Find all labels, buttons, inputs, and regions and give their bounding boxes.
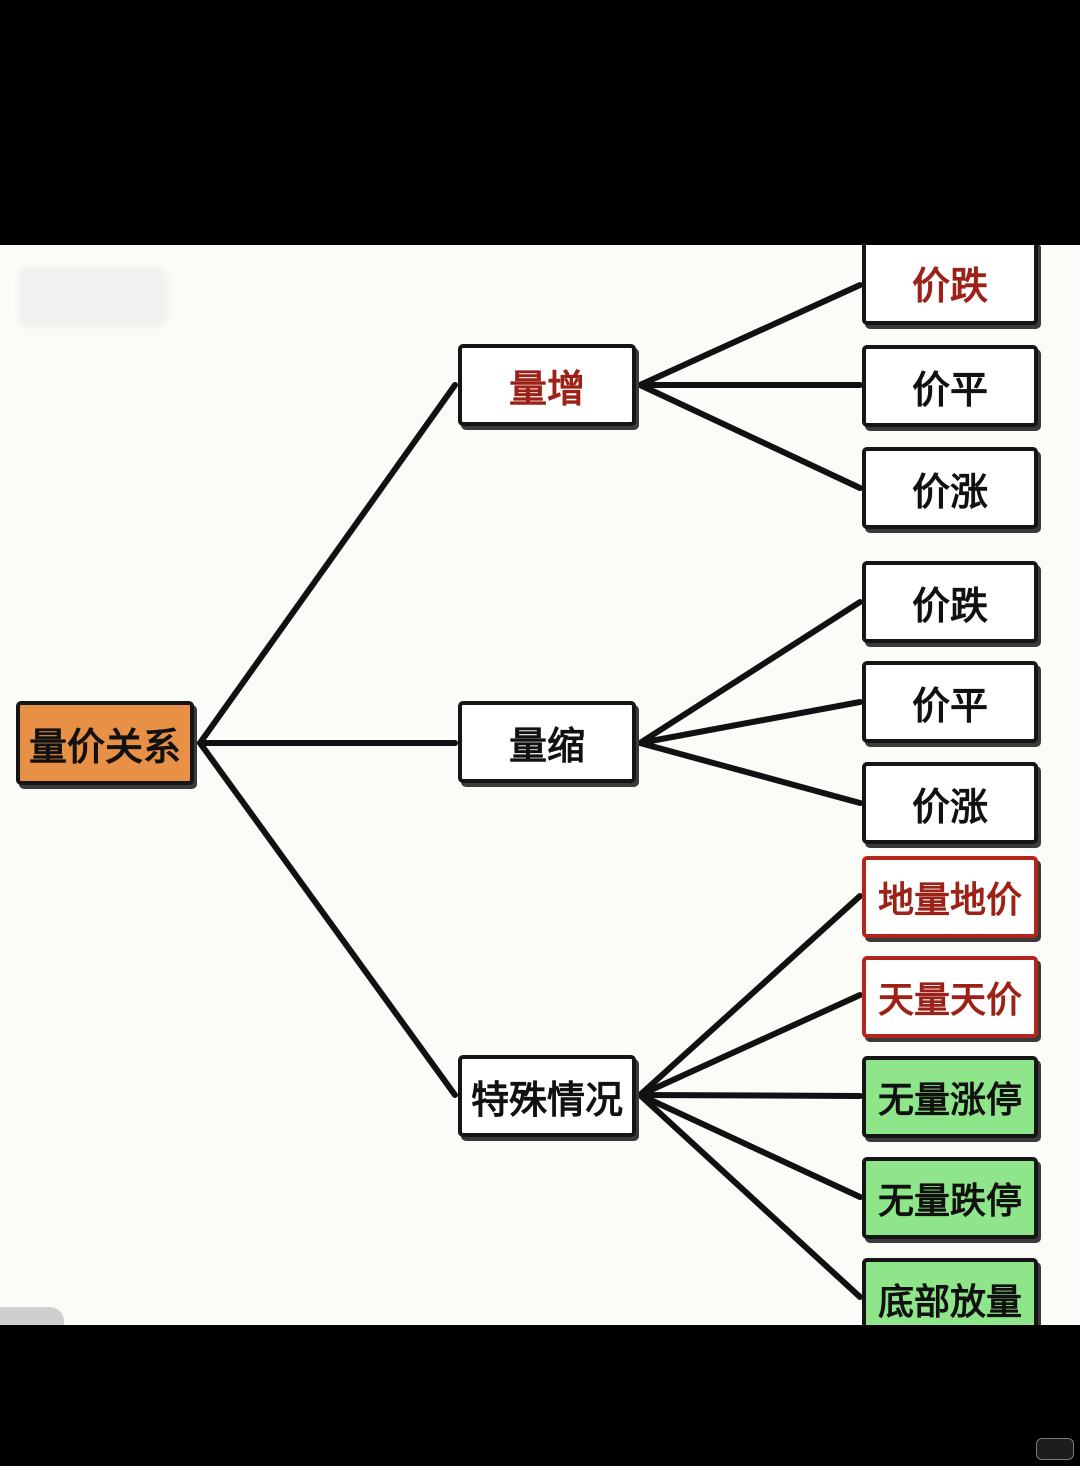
top-black-bar (0, 0, 1080, 245)
group-label-zengliang: 量增 (508, 366, 585, 411)
connector-root-zengliang (197, 382, 458, 746)
leaf-node-teshu-1: 地量地价 (862, 856, 1038, 938)
watermark-logo-icon (1036, 1438, 1074, 1460)
connector-teshu-5 (637, 1092, 863, 1300)
connector-teshu-2 (637, 992, 863, 1098)
connector-zengliang-1 (637, 282, 863, 388)
blurred-label-patch (18, 267, 168, 327)
leaf-label: 底部放量 (877, 1282, 1022, 1323)
connector-teshu-1 (637, 893, 863, 1098)
leaf-node-suoliang-1: 价跌 (862, 561, 1038, 643)
leaf-node-zengliang-3: 价涨 (862, 447, 1038, 529)
leaf-label: 天量天价 (877, 980, 1022, 1021)
leaf-label: 价涨 (911, 469, 988, 514)
leaf-node-teshu-2: 天量天价 (862, 956, 1038, 1038)
bottom-black-bar (0, 1325, 1080, 1466)
group-node-teshu: 特殊情况 (458, 1055, 636, 1137)
leaf-label: 价平 (911, 367, 988, 412)
mindmap-canvas: 量价关系 量增 量缩 特殊情况 价跌 价平 价涨 价跌 价平 价涨 地量地价 天… (0, 245, 1080, 1325)
root-node: 量价关系 (16, 701, 194, 785)
connector-suoliang-3 (637, 740, 863, 806)
group-label-suoliang: 量缩 (508, 723, 585, 768)
group-node-suoliang: 量缩 (458, 701, 636, 783)
connector-suoliang-2 (637, 699, 863, 746)
connector-suoliang-1 (637, 599, 863, 746)
leaf-node-teshu-3: 无量涨停 (862, 1056, 1038, 1138)
leaf-node-teshu-4: 无量跌停 (862, 1157, 1038, 1239)
group-label-teshu: 特殊情况 (470, 1077, 623, 1122)
group-node-zengliang: 量增 (458, 344, 636, 426)
leaf-node-zengliang-1: 价跌 (862, 245, 1038, 325)
connector-teshu-3 (637, 1092, 863, 1099)
leaf-label: 地量地价 (877, 880, 1022, 921)
leaf-label: 价平 (911, 683, 988, 728)
connector-teshu-4 (637, 1092, 863, 1200)
leaf-node-suoliang-3: 价涨 (862, 762, 1038, 844)
leaf-label: 无量涨停 (877, 1080, 1022, 1121)
leaf-label: 无量跌停 (877, 1181, 1022, 1222)
connector-lines (197, 282, 863, 1300)
leaf-node-suoliang-2: 价平 (862, 661, 1038, 743)
root-label: 量价关系 (28, 724, 181, 769)
connector-root-teshu (197, 740, 458, 1098)
connector-zengliang-3 (637, 382, 863, 491)
leaf-node-zengliang-2: 价平 (862, 345, 1038, 427)
leaf-label: 价跌 (911, 263, 988, 308)
leaf-label: 价涨 (911, 784, 988, 829)
leaf-label: 价跌 (911, 583, 988, 628)
leaf-node-teshu-5: 底部放量 (862, 1258, 1038, 1325)
corner-tab (0, 1307, 64, 1325)
